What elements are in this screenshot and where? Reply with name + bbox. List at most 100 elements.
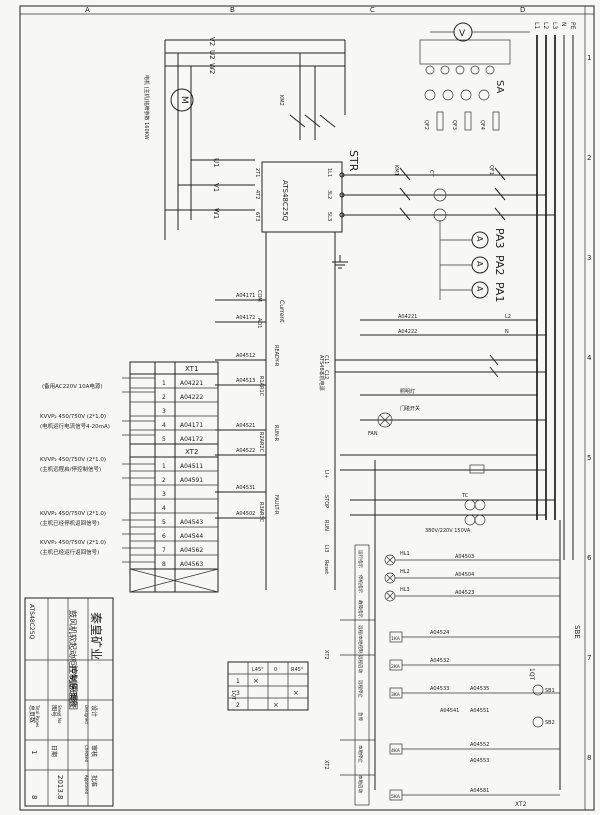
wire-label: A04552 xyxy=(470,742,489,748)
lamp-tag: HL2 xyxy=(400,569,410,575)
logic-terminal: RUN xyxy=(323,520,329,531)
svg-text:A04544: A04544 xyxy=(180,533,203,540)
ac-label: ATS48本机电源 xyxy=(318,355,325,391)
fuse-symbol xyxy=(464,111,472,131)
starter-terminal: 1L1 xyxy=(326,168,332,177)
fuse-symbol xyxy=(436,111,444,131)
breaker-label: QF1 xyxy=(488,165,494,175)
side-tag: 本地停止 xyxy=(357,745,364,763)
note-desc: (主机已经运行返回信号) xyxy=(40,548,99,556)
qt-row-label: 1 xyxy=(236,678,240,685)
relay-label: 3KA xyxy=(391,692,401,698)
tb-right-label: 日期 xyxy=(50,745,58,757)
voltmeter-label: V xyxy=(459,29,466,39)
svg-text:2: 2 xyxy=(162,394,166,401)
border-frame xyxy=(19,5,595,811)
ruler-number: 8 xyxy=(587,754,591,762)
xt2-row: 1 A04511 xyxy=(130,463,218,472)
svg-text:1: 1 xyxy=(162,463,166,470)
xt2-taps: XT2 XT2 xyxy=(323,619,375,776)
wire-label: A04523 xyxy=(455,590,474,596)
phase-label: L2 xyxy=(542,22,549,29)
line-label: N xyxy=(505,329,509,335)
xt1-title: XT1 xyxy=(185,365,198,373)
fuse-symbol xyxy=(469,464,485,474)
wire-label: A04551 xyxy=(470,708,489,714)
logic-terminal: LI3 xyxy=(323,545,329,552)
svg-text:A04511: A04511 xyxy=(180,463,203,470)
xt2-row: 2 A04591 xyxy=(130,477,218,486)
wire-label: A04172 xyxy=(236,315,255,321)
svg-text:4: 4 xyxy=(162,505,166,512)
side-tag: 远程启动 xyxy=(357,655,364,673)
sb-label: SB2 xyxy=(545,720,555,726)
svg-text:A04171: A04171 xyxy=(180,422,203,429)
xt2-side-label: XT2 xyxy=(323,760,329,770)
svg-text:A04222: A04222 xyxy=(180,394,203,401)
transformer-coil xyxy=(474,499,486,511)
logic-terminal: R1A xyxy=(258,376,264,387)
wire-label: A04533 xyxy=(430,686,449,692)
motor-terminal: W1 xyxy=(212,208,220,219)
transformer-coil xyxy=(464,499,476,511)
qt-cell: × xyxy=(273,701,279,709)
tb-right-label: 图号 xyxy=(50,705,57,717)
logic-terminal: R1C xyxy=(258,386,264,397)
xt1-row: 3 xyxy=(130,408,218,417)
ready-label: READY-R xyxy=(273,345,279,367)
svg-text:4: 4 xyxy=(162,422,166,429)
current-label: Current xyxy=(278,300,285,323)
wire-label: A04504 xyxy=(455,572,474,578)
ruler-number: 6 xyxy=(587,554,592,562)
tb-row-label: 设计 xyxy=(90,705,98,717)
ruler-number: 2 xyxy=(587,154,591,162)
push-button-icon xyxy=(532,684,544,696)
ruler-letter: C xyxy=(370,6,375,14)
fuse-label: QF2 xyxy=(423,120,429,130)
control-terminal: CL1 xyxy=(323,355,329,364)
tb-number: 8 xyxy=(30,795,38,799)
phase-label: L3 xyxy=(551,22,558,29)
xt2-title: XT2 xyxy=(185,448,198,456)
main-bus xyxy=(536,35,574,560)
logic-terminal: R3C xyxy=(258,512,264,523)
logic-terminal: R2C xyxy=(258,442,264,453)
company-name: 秦皇矿业 xyxy=(89,612,103,660)
title-block: 秦皇矿业 鼓风机软起动柜控制原理图 ATS48C25Q 控制原理图 设计 Des… xyxy=(24,597,114,807)
wire-label: A04535 xyxy=(470,686,489,692)
logic-terminal: R2A xyxy=(258,432,264,443)
switch-label: SBE xyxy=(573,625,581,639)
bypass-contactor: KM2 xyxy=(205,39,346,140)
lamp-tag: HL1 xyxy=(400,551,410,557)
ammeter-label: PA1 xyxy=(493,282,506,302)
top-ruler: A B C D xyxy=(85,6,525,14)
xt1-row: 4 A04171 xyxy=(130,422,218,431)
side-tag: 远程/本地控制 xyxy=(357,625,364,654)
logic-terminal: STOP xyxy=(323,495,329,508)
ruler-number: 4 xyxy=(587,354,592,362)
wire-label: A04531 xyxy=(236,485,255,491)
note-desc: (电机运行电流信号4-20mA) xyxy=(40,422,110,430)
ruler-number: 3 xyxy=(587,254,591,262)
side-tag: 停机指示 xyxy=(357,575,364,593)
relay-label: 5KA xyxy=(391,794,401,800)
wire-label: A04171 xyxy=(236,293,255,299)
qt-title: 1QT xyxy=(230,690,236,701)
note-desc: (主机远程启/停控制信号) xyxy=(40,465,101,473)
sb-label: SB1 xyxy=(545,688,555,694)
svg-text:A04221: A04221 xyxy=(180,380,203,387)
wire-label: A04553 xyxy=(470,758,489,764)
qt-table: 1QT L45° 0 R45° 1 3 2 × × × xyxy=(227,661,309,711)
line-label: L2 xyxy=(505,314,511,320)
transformer-coil xyxy=(464,514,476,526)
wire-label: A04513 xyxy=(236,378,255,384)
ruler-number: 5 xyxy=(587,454,591,462)
xt2-row: 4 xyxy=(130,505,218,514)
wire-label: A04222 xyxy=(398,329,417,335)
svg-text:A04562: A04562 xyxy=(180,547,203,554)
wire-label: A04524 xyxy=(430,630,449,636)
ammeter-label: PA3 xyxy=(493,228,506,248)
bypass-label: KM2 xyxy=(278,95,284,106)
motor-terminal: V2 xyxy=(208,37,216,46)
